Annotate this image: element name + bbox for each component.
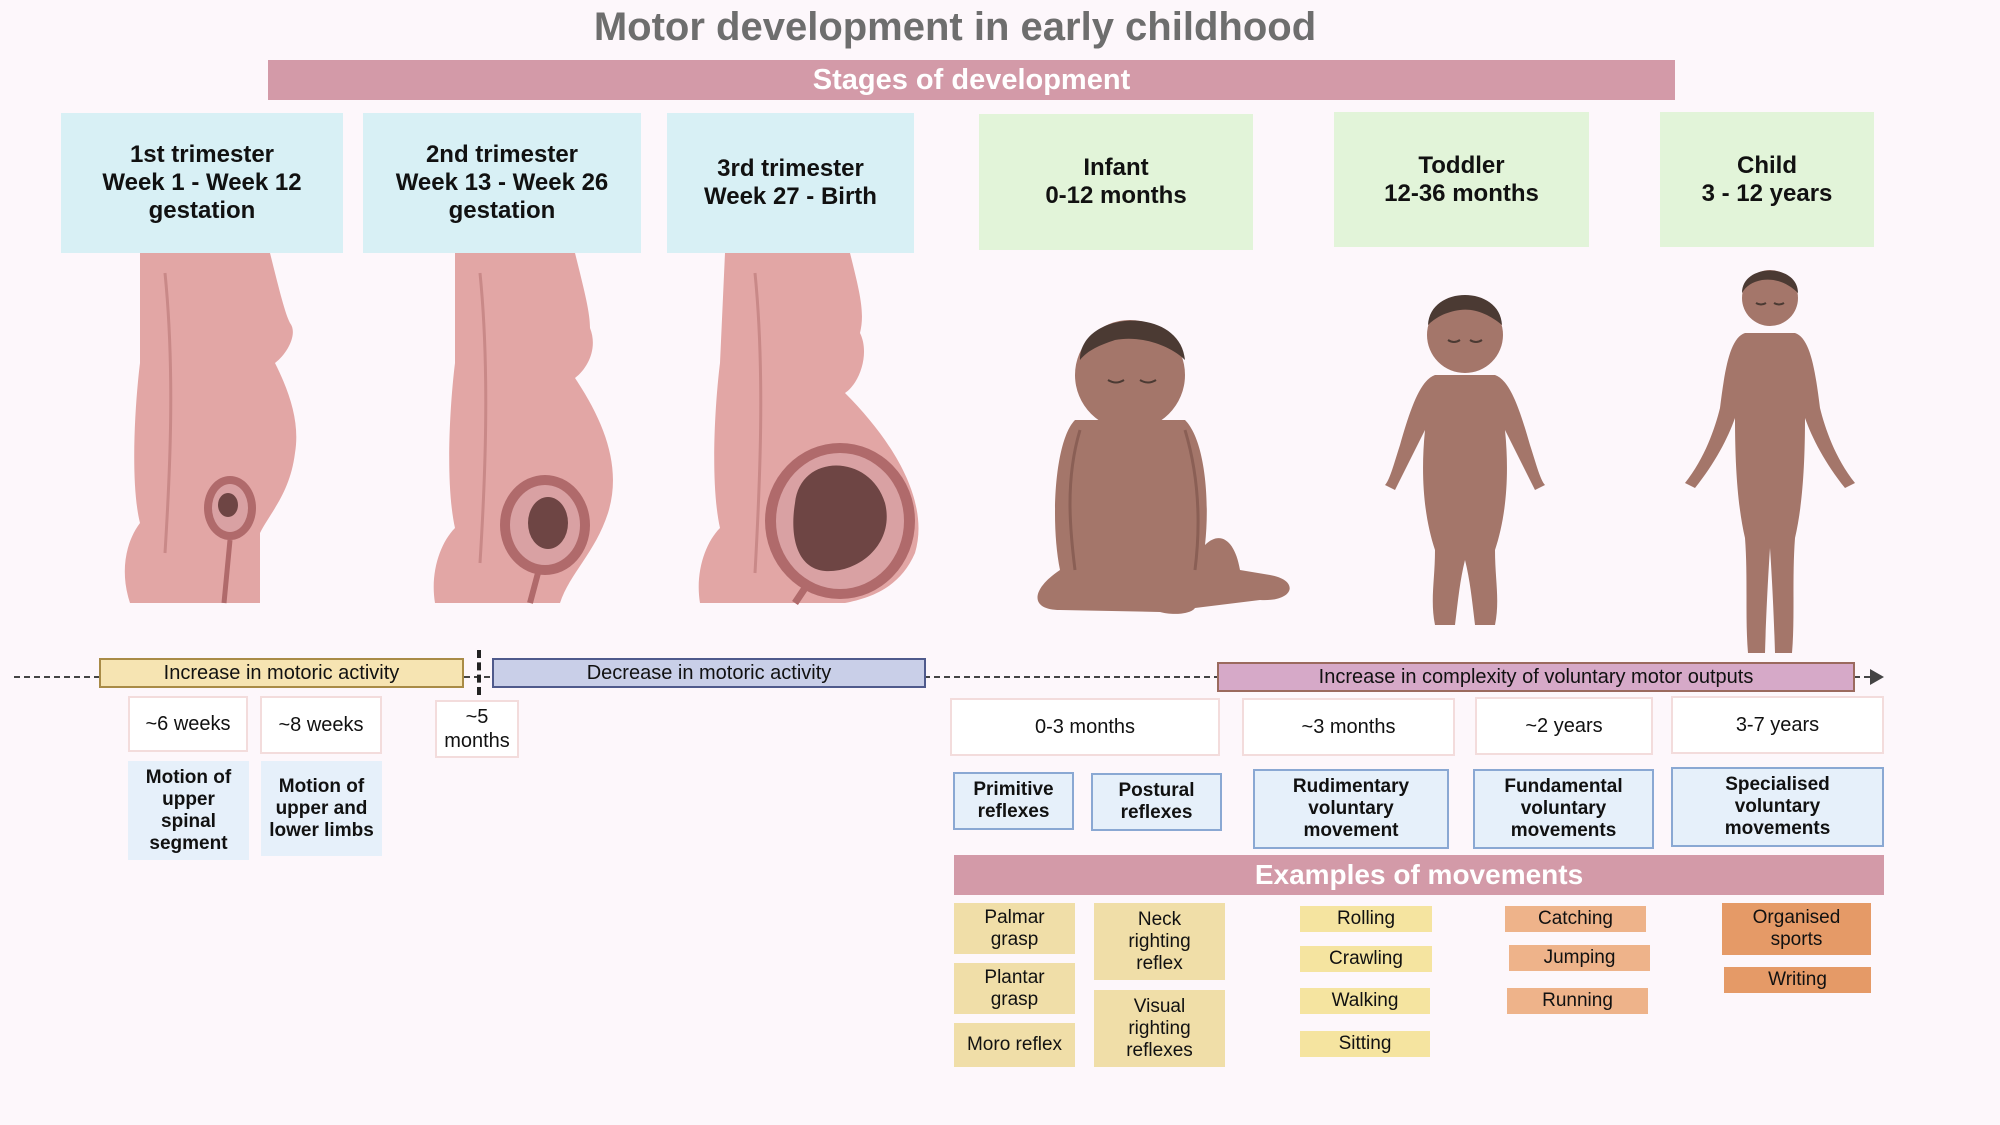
example-visual-righting: Visual righting reflexes [1094, 990, 1225, 1067]
example-neck-righting: Neck righting reflex [1094, 903, 1225, 980]
example-jumping: Jumping [1509, 945, 1650, 971]
phase-increase-complexity: Increase in complexity of voluntary moto… [1217, 662, 1855, 692]
example-rolling: Rolling [1300, 906, 1432, 932]
toddler-icon [1385, 295, 1545, 625]
example-catching: Catching [1505, 906, 1646, 932]
stage-3rd-trimester: 3rd trimester Week 27 - Birth [667, 113, 914, 253]
example-moro-reflex: Moro reflex [954, 1023, 1075, 1067]
stage-2nd-trimester: 2nd trimester Week 13 - Week 26 gestatio… [363, 113, 641, 253]
example-crawling: Crawling [1300, 946, 1432, 972]
example-walking: Walking [1300, 988, 1430, 1014]
birth-divider [477, 650, 481, 695]
age-0-3-months: 0-3 months [950, 698, 1220, 756]
desc-rudimentary-movement: Rudimentary voluntary movement [1253, 769, 1449, 849]
page-title: Motor development in early childhood [593, 5, 1317, 49]
stages-header-bar: Stages of development [268, 60, 1675, 100]
example-organised-sports: Organised sports [1722, 903, 1871, 955]
example-writing: Writing [1724, 967, 1871, 993]
example-sitting: Sitting [1300, 1031, 1430, 1057]
pregnant-2nd-trimester-icon [433, 253, 613, 604]
stage-child: Child 3 - 12 years [1660, 112, 1874, 247]
stage-toddler: Toddler 12-36 months [1334, 112, 1589, 247]
desc-postural-reflexes: Postural reflexes [1091, 773, 1222, 831]
examples-header-bar: Examples of movements [954, 855, 1884, 895]
child-icon [1685, 270, 1855, 653]
desc-upper-spinal: Motion of upper spinal segment [128, 761, 249, 860]
desc-upper-lower-limbs: Motion of upper and lower limbs [261, 761, 382, 856]
timeline-line [14, 676, 1880, 678]
phase-increase-activity: Increase in motoric activity [99, 658, 464, 688]
age-3-7-years: 3-7 years [1671, 696, 1884, 754]
desc-fundamental-movements: Fundamental voluntary movements [1473, 769, 1654, 849]
age-6-weeks: ~6 weeks [128, 696, 248, 752]
infant-icon [1037, 320, 1290, 614]
age-2-years: ~2 years [1475, 697, 1653, 755]
example-running: Running [1507, 988, 1648, 1014]
timeline-arrow-icon [1870, 669, 1884, 685]
pregnant-1st-trimester-icon [124, 253, 297, 604]
stage-1st-trimester: 1st trimester Week 1 - Week 12 gestation [61, 113, 343, 253]
phase-decrease-activity: Decrease in motoric activity [492, 658, 926, 688]
age-3-months: ~3 months [1242, 698, 1455, 756]
age-5-months: ~5 months [435, 700, 519, 758]
example-palmar-grasp: Palmar grasp [954, 903, 1075, 954]
example-plantar-grasp: Plantar grasp [954, 963, 1075, 1014]
desc-primitive-reflexes: Primitive reflexes [953, 772, 1074, 830]
age-8-weeks: ~8 weeks [260, 696, 382, 754]
pregnant-3rd-trimester-icon [698, 253, 919, 605]
stage-infant: Infant 0-12 months [979, 114, 1253, 250]
desc-specialised-movements: Specialised voluntary movements [1671, 767, 1884, 847]
